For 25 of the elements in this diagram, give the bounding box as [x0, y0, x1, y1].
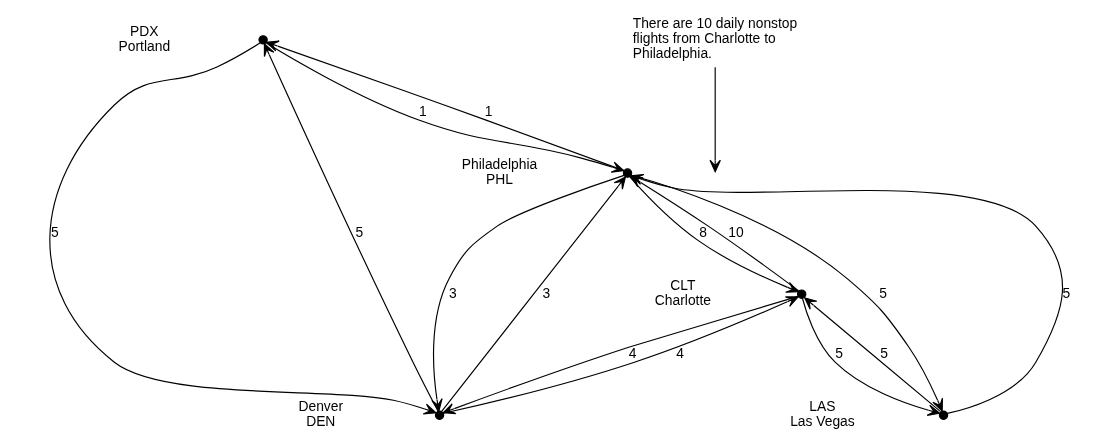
node-label: Charlotte: [654, 292, 711, 309]
edge-label: 5: [879, 345, 888, 362]
node-label: Philadelphia: [461, 156, 537, 173]
edge-label: 10: [727, 224, 744, 241]
edge-label: 5: [1062, 284, 1070, 301]
edge-label: 5: [50, 224, 59, 241]
edge-label: 4: [675, 345, 684, 362]
edge-label: 1: [418, 103, 427, 120]
edge-label: 3: [541, 284, 550, 301]
edge-label: 5: [878, 284, 887, 301]
node-label: Portland: [118, 37, 170, 54]
node-text: There are 10 daily nonstop flights from Charlotte to Philadelphia.: [632, 15, 797, 62]
node-label: Las Vegas: [789, 413, 855, 430]
node-label: DEN: [305, 413, 335, 430]
node-label: CLT: [669, 277, 695, 294]
edge-label: 8: [698, 224, 707, 241]
edge-label: 5: [355, 224, 363, 241]
node-label: PHL: [485, 171, 513, 188]
edge-label: 3: [448, 284, 457, 301]
node-label: LAS: [808, 398, 836, 415]
edge-label: 4: [628, 345, 637, 362]
node-label: Denver: [297, 398, 343, 415]
node-label: PDX: [129, 22, 159, 39]
edge-label: 1: [484, 103, 492, 120]
edge-label: 5: [834, 345, 843, 362]
